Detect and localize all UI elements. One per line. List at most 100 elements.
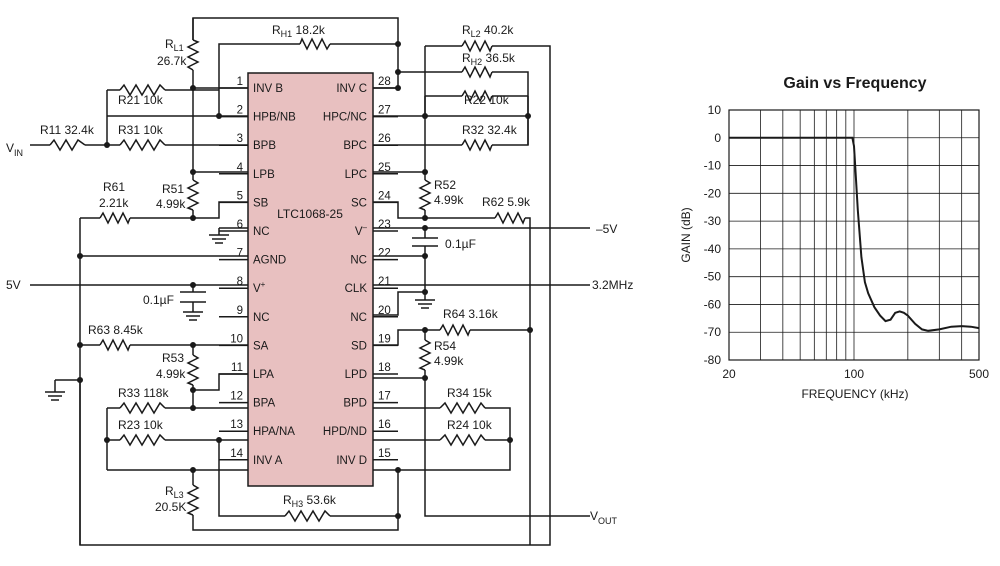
rl3-label: RL3 bbox=[165, 484, 184, 500]
r54-name: R54 bbox=[434, 339, 456, 353]
pin-number: 12 bbox=[230, 391, 243, 403]
pin-number: 5 bbox=[237, 190, 243, 202]
pin-name: BPD bbox=[343, 398, 367, 410]
v5-label: 5V bbox=[6, 278, 21, 292]
pin-name: LPC bbox=[345, 169, 367, 181]
capacitor-labels: 0.1µF 0.1µF bbox=[143, 237, 476, 307]
pin-number: 17 bbox=[378, 391, 391, 403]
pin-name: LPA bbox=[253, 369, 274, 381]
pin-name: NC bbox=[253, 226, 270, 238]
y-tick-label: -50 bbox=[704, 270, 722, 284]
pin-name: INV C bbox=[336, 83, 367, 95]
pin-number: 6 bbox=[237, 219, 243, 231]
pin-name: BPC bbox=[343, 140, 367, 152]
pin-name: NC bbox=[253, 312, 270, 324]
r31-label: R31 10k bbox=[118, 123, 164, 137]
resistors bbox=[49, 37, 526, 523]
pin-number: 16 bbox=[378, 419, 391, 431]
y-tick-label: 0 bbox=[714, 131, 721, 145]
pin-name: SB bbox=[253, 197, 269, 209]
pin-number: 10 bbox=[230, 333, 243, 345]
vin-label: VIN bbox=[6, 141, 23, 158]
pin-number: 8 bbox=[237, 276, 243, 288]
x-tick-label: 500 bbox=[969, 367, 989, 381]
pin-name: SD bbox=[351, 340, 367, 352]
y-tick-label: -20 bbox=[704, 186, 722, 200]
vneg-label: –5V bbox=[596, 222, 617, 236]
pin-name: NC bbox=[350, 255, 367, 267]
pin-number: 13 bbox=[230, 419, 243, 431]
y-tick-label: -60 bbox=[704, 297, 722, 311]
pin-name: AGND bbox=[253, 255, 286, 267]
series-line bbox=[729, 136, 980, 332]
net-labels: VIN 5V –5V 3.2MHz VOUT bbox=[6, 141, 633, 526]
ground-symbols bbox=[45, 234, 435, 401]
r32-label: R32 32.4k bbox=[462, 123, 518, 137]
chart-frame bbox=[728, 109, 980, 361]
pin-number: 7 bbox=[237, 248, 243, 260]
r11-label: R11 32.4k bbox=[40, 123, 95, 137]
pin-number: 20 bbox=[378, 305, 391, 317]
rh2-label: RH2 36.5k bbox=[462, 51, 516, 67]
rh3-label: RH3 53.6k bbox=[283, 493, 337, 509]
pin-number: 18 bbox=[378, 362, 391, 374]
y-axis-label: GAIN (dB) bbox=[679, 207, 693, 262]
rl1-value: 26.7k bbox=[157, 54, 187, 68]
r22-label: R22 10k bbox=[464, 93, 510, 107]
rl2-label: RL2 40.2k bbox=[462, 23, 514, 39]
pin-number: 15 bbox=[378, 448, 391, 460]
y-tick-label: 10 bbox=[708, 103, 722, 117]
pin-name: LPD bbox=[345, 369, 367, 381]
pin-name: INV B bbox=[253, 83, 283, 95]
capacitors bbox=[180, 237, 438, 303]
pin-name: BPA bbox=[253, 398, 275, 410]
y-tick-label: -70 bbox=[704, 325, 722, 339]
x-axis-label: FREQUENCY (kHz) bbox=[801, 387, 908, 401]
clk-label: 3.2MHz bbox=[592, 278, 633, 292]
pin-number: 25 bbox=[378, 162, 391, 174]
y-tick-label: -80 bbox=[704, 353, 722, 367]
r54-value: 4.99k bbox=[434, 354, 464, 368]
y-tick-label: -10 bbox=[704, 159, 722, 173]
r34-label: R34 15k bbox=[447, 386, 493, 400]
y-tick-label: -40 bbox=[704, 242, 722, 256]
y-tick-label: -30 bbox=[704, 214, 722, 228]
pin-name: BPB bbox=[253, 140, 276, 152]
r64-label: R64 3.16k bbox=[443, 307, 499, 321]
vout-label: VOUT bbox=[590, 509, 618, 526]
pin-name: HPA/NA bbox=[253, 426, 295, 438]
chart-title: Gain vs Frequency bbox=[783, 75, 926, 92]
rh1-label: RH1 18.2k bbox=[272, 23, 326, 39]
y-tick-labels: 10 0 -10 -20 -30 -40 -50 -60 -70 -80 bbox=[704, 103, 722, 367]
pin-name: NC bbox=[350, 312, 367, 324]
pin-name: HPD/ND bbox=[323, 426, 367, 438]
pin-number: 4 bbox=[237, 162, 244, 174]
pin-number: 9 bbox=[237, 305, 243, 317]
pin-number: 1 bbox=[237, 76, 243, 88]
pin-name: SA bbox=[253, 340, 269, 352]
r21-label: R21 10k bbox=[118, 93, 164, 107]
pin-name: SC bbox=[351, 197, 367, 209]
junction-dots bbox=[77, 41, 533, 519]
r24-label: R24 10k bbox=[447, 418, 493, 432]
pin-number: 26 bbox=[378, 133, 391, 145]
resistor-labels: RH1 18.2k RL1 26.7k RL2 40.2k RH2 36.5k … bbox=[40, 23, 531, 514]
r61-value: 2.21k bbox=[99, 196, 129, 210]
pin-name: LPB bbox=[253, 169, 275, 181]
r51-name: R51 bbox=[162, 182, 184, 196]
pin-name: HPB/NB bbox=[253, 112, 296, 124]
pin-number: 11 bbox=[231, 362, 243, 374]
pin-number: 14 bbox=[230, 448, 243, 460]
rl3-value: 20.5K bbox=[155, 500, 186, 514]
wires bbox=[30, 17, 590, 546]
pin-name: INV D bbox=[336, 455, 367, 467]
r61-name: R61 bbox=[103, 180, 125, 194]
pin-number: 3 bbox=[237, 133, 243, 145]
pin-number: 19 bbox=[378, 333, 391, 345]
c1-label: 0.1µF bbox=[143, 293, 174, 307]
x-tick-label: 20 bbox=[722, 367, 736, 381]
